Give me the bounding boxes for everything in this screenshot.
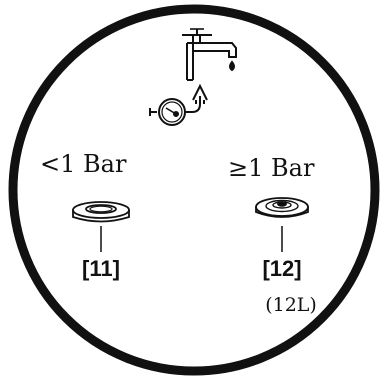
right-pressure-label: ≥1 Bar <box>228 154 315 182</box>
pressure-gauge-icon <box>150 96 200 125</box>
water-tap-icon <box>182 29 236 80</box>
right-part-label: [12] <box>262 256 301 281</box>
flow-restrictor-washer-icon <box>256 198 308 217</box>
flat-washer-icon <box>73 202 129 222</box>
right-sub-label: (12L) <box>265 294 317 316</box>
left-pressure-label: <1 Bar <box>40 150 127 178</box>
left-part-label: [11] <box>82 256 120 281</box>
